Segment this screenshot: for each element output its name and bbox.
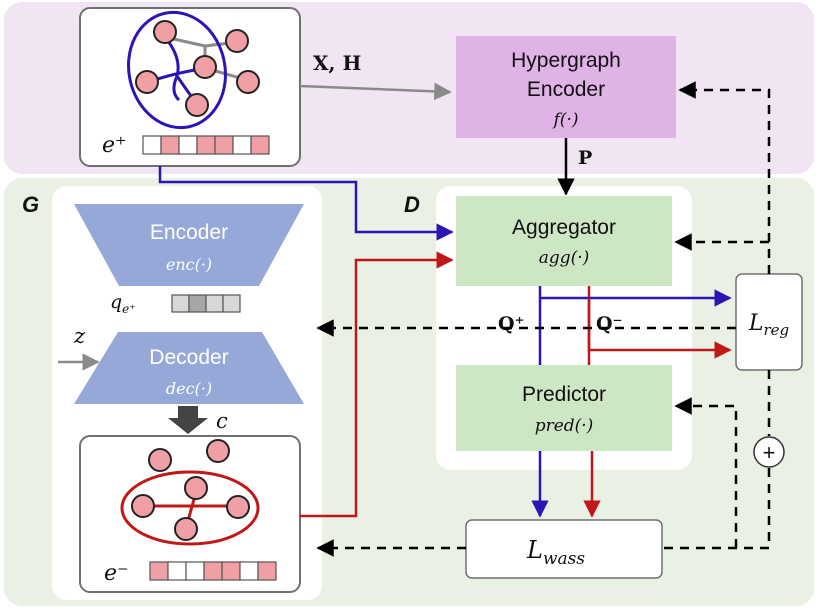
plus-to-lwass xyxy=(662,468,771,550)
hypergraph-encoder-box xyxy=(456,36,676,138)
vector-cell-pink xyxy=(221,561,241,581)
aggregator-title: Aggregator xyxy=(512,216,616,239)
c-label: c xyxy=(216,409,228,433)
encoder-shape xyxy=(74,204,304,286)
node xyxy=(184,476,208,500)
predictor-box xyxy=(456,365,672,451)
dashed-feedback xyxy=(316,81,771,557)
vector-cell-pink xyxy=(160,135,180,155)
node xyxy=(185,93,209,117)
q-label: qe⁺ xyxy=(110,291,136,316)
l-wass-label: Lwass xyxy=(526,536,585,569)
vector-cell-dark xyxy=(188,294,207,313)
node xyxy=(226,495,250,519)
decoder-title: Decoder xyxy=(149,346,228,369)
vector-cell-light xyxy=(171,294,190,313)
p-label: P xyxy=(578,147,592,169)
e-plus-to-aggregator-line xyxy=(158,166,454,241)
vector-cell-empty xyxy=(239,561,259,581)
vector-cell-light xyxy=(222,294,241,313)
vector-cell-empty xyxy=(142,135,162,155)
e-minus-vector xyxy=(149,561,277,581)
lreg-to-hypergraph-encoder xyxy=(678,81,771,274)
hypergraph-encoder-title-1: Hypergraph xyxy=(511,49,621,72)
e-plus-vector xyxy=(142,135,270,155)
decoder-func: dec(·) xyxy=(166,379,212,398)
z-label: z xyxy=(73,324,86,348)
vector-cell-pink xyxy=(203,561,223,581)
q-minus-label: Q⁻ xyxy=(596,313,623,335)
e-minus-label: e⁻ xyxy=(104,561,129,586)
predictor-title: Predictor xyxy=(522,383,606,406)
lwass-to-predictor xyxy=(674,397,738,548)
vector-cell-pink xyxy=(214,135,234,155)
encoder-func: enc(·) xyxy=(166,255,212,274)
q-minus-to-lreg-arrow xyxy=(587,298,732,359)
node xyxy=(225,29,249,53)
node xyxy=(135,70,159,94)
negative-hyperedge xyxy=(120,470,260,546)
xh-arrow xyxy=(299,82,452,101)
q-vector xyxy=(171,294,241,313)
node xyxy=(193,55,217,79)
predictor-func: pred(·) xyxy=(535,416,594,436)
hypergraph-encoder-title-2: Encoder xyxy=(527,78,605,101)
q-plus-label: Q⁺ xyxy=(498,313,525,335)
e-plus-label: e⁺ xyxy=(102,133,127,158)
encoder-title: Encoder xyxy=(150,221,228,244)
vector-cell-empty xyxy=(232,135,252,155)
node xyxy=(236,70,260,94)
plus-circle xyxy=(753,436,785,468)
hypergraph-encoder-func: f(·) xyxy=(552,110,579,130)
vector-cell-light xyxy=(205,294,224,313)
node xyxy=(153,20,177,44)
vector-cell-empty xyxy=(178,135,198,155)
positive-hypergraph-nodes xyxy=(135,20,260,117)
node xyxy=(206,439,230,463)
negative-hypergraph-nodes xyxy=(131,439,250,541)
vector-cell-pink xyxy=(250,135,270,155)
vector-cell-pink xyxy=(149,561,169,581)
node xyxy=(174,517,198,541)
aggregator-box xyxy=(456,196,672,286)
vector-cell-pink xyxy=(196,135,216,155)
vector-cell-empty xyxy=(167,561,187,581)
vector-cell-empty xyxy=(185,561,205,581)
e-minus-to-aggregator-line xyxy=(300,251,454,518)
positive-hyperedge xyxy=(127,10,227,130)
vector-cell-pink xyxy=(257,561,277,581)
aggregator-func: agg(·) xyxy=(539,248,590,268)
xh-label: X, H xyxy=(313,51,361,75)
generator-label: G xyxy=(22,192,39,217)
c-down-arrow xyxy=(168,406,208,434)
plus-symbol: + xyxy=(763,440,776,465)
discriminator-label: D xyxy=(404,192,420,217)
decoder-shape xyxy=(74,332,304,404)
node xyxy=(148,448,172,472)
node xyxy=(131,494,155,518)
l-reg-label: Lreg xyxy=(748,311,789,339)
